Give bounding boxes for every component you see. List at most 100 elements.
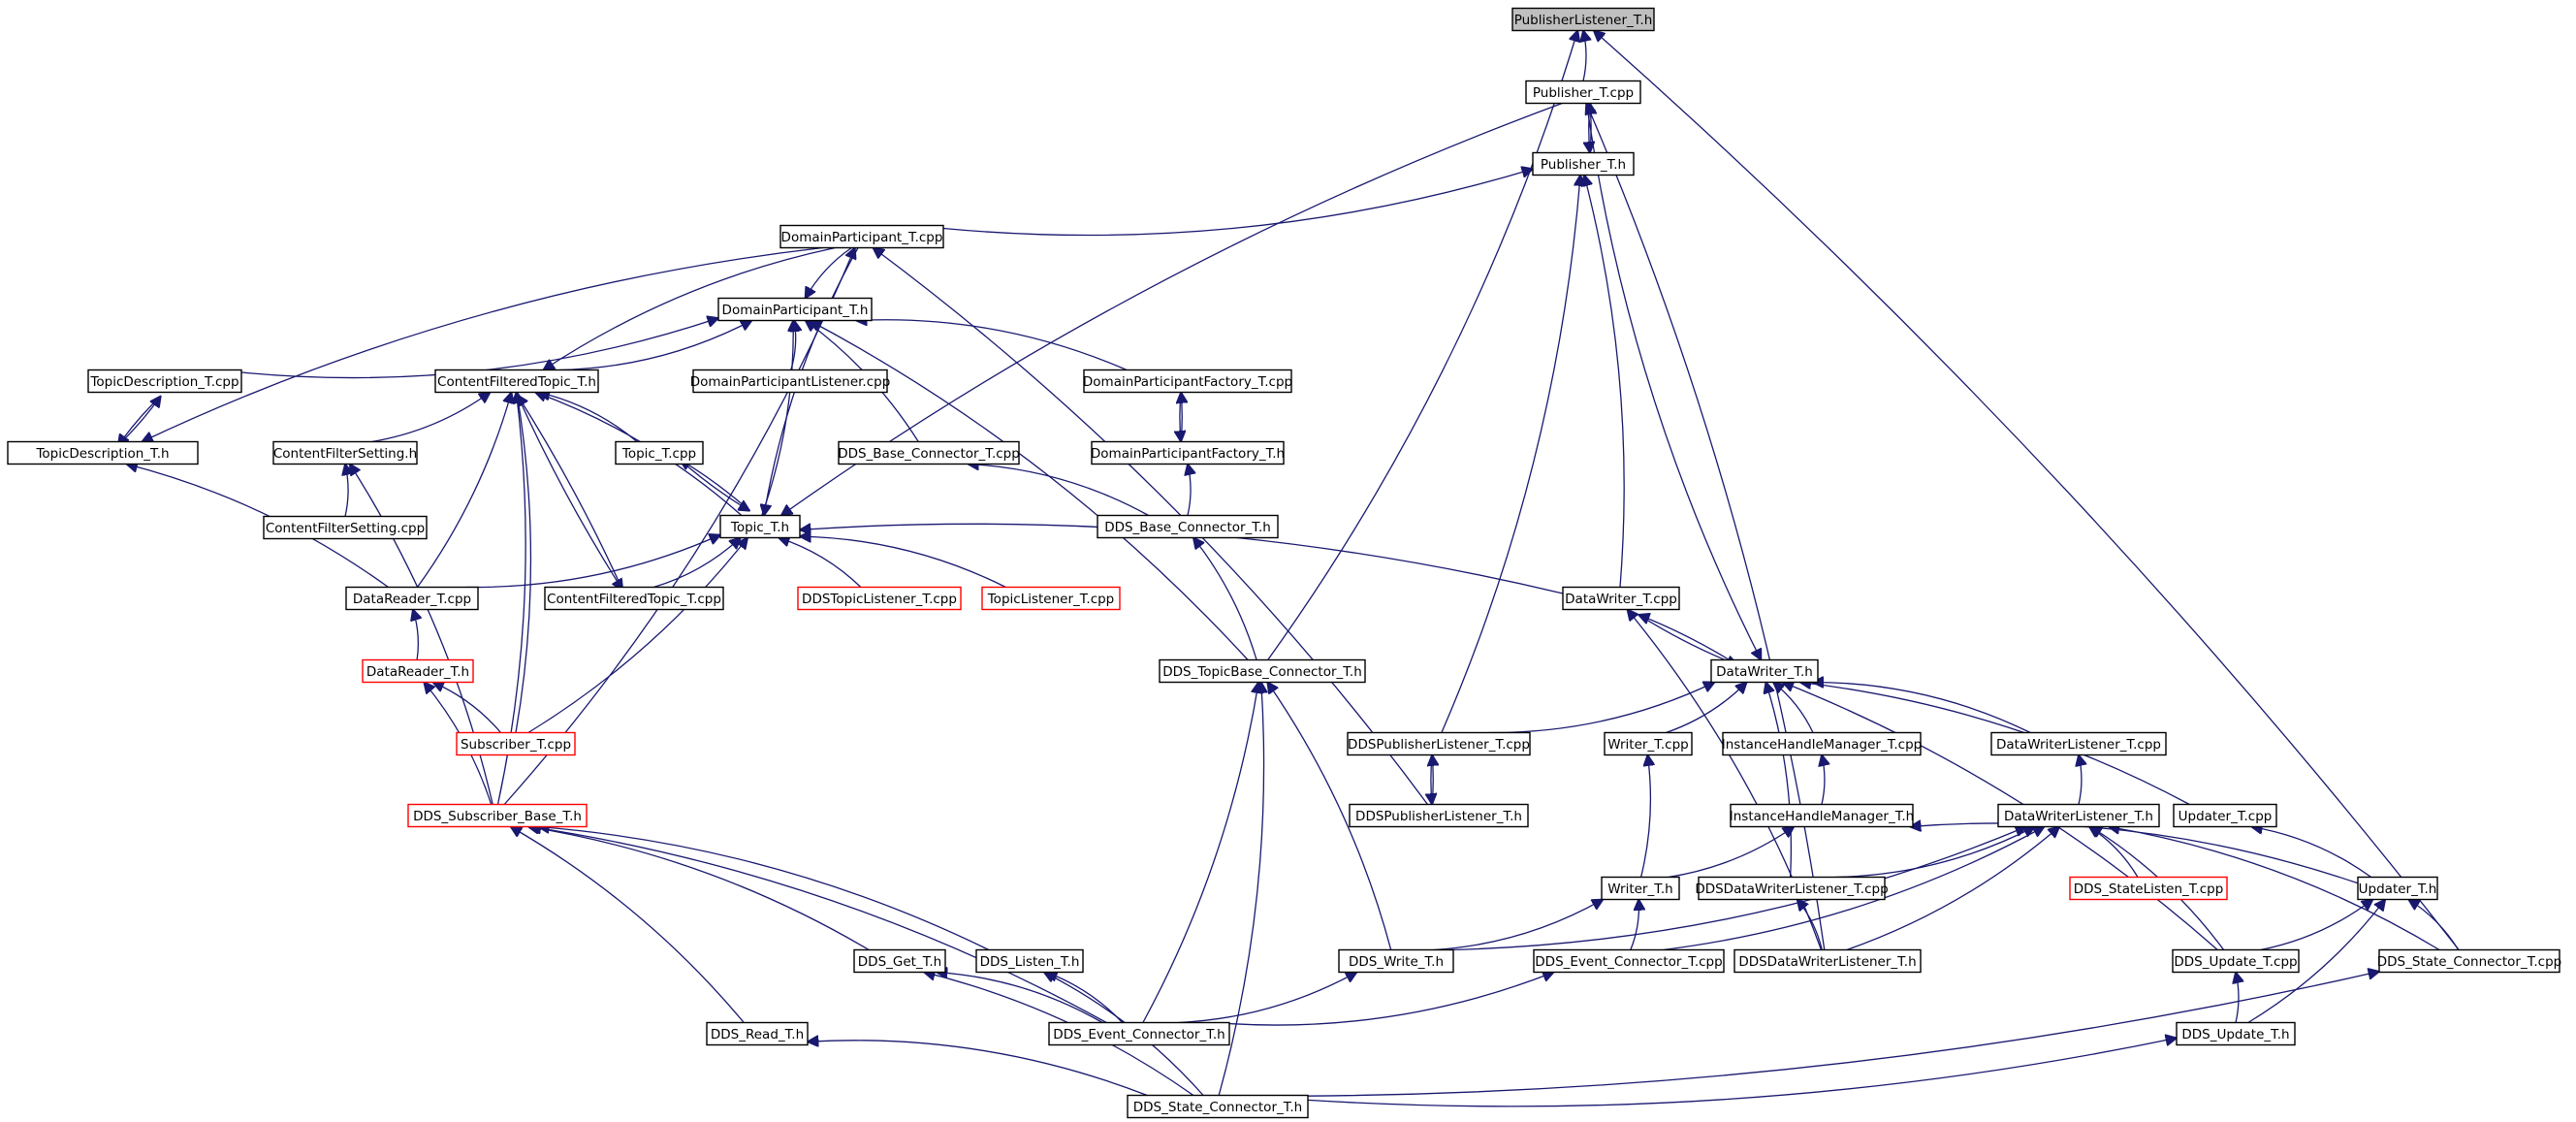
node-box[interactable] [838,440,1020,465]
node-box[interactable] [706,1021,809,1046]
node-cft-cpp[interactable]: ContentFilteredTopic_T.cpp [544,586,724,611]
node-ddspl-cpp[interactable]: DDSPublisherListener_T.cpp [1347,731,1531,756]
node-ddspl-h[interactable]: DDSPublisherListener_T.h [1349,803,1529,828]
node-dr-h[interactable]: DataReader_T.h [362,658,474,684]
node-tl-cpp[interactable]: TopicListener_T.cpp [981,586,1121,611]
node-box[interactable] [1525,80,1641,105]
node-dwl-h[interactable]: DataWriterListener_T.h [1997,803,2160,828]
node-box[interactable] [407,803,588,828]
node-upd-cpp[interactable]: Updater_T.cpp [2173,803,2277,828]
node-td-h[interactable]: TopicDescription_T.h [7,440,199,465]
node-cfs-h[interactable]: ContentFilterSetting.h [272,440,418,465]
node-dp-cpp[interactable]: DomainParticipant_T.cpp [779,224,944,249]
node-box[interactable] [2357,876,2438,901]
node-writer-h[interactable]: Writer_T.h [1601,876,1680,901]
node-box[interactable] [544,586,724,611]
node-dpf-cpp[interactable]: DomainParticipantFactory_T.cpp [1083,369,1292,394]
node-box[interactable] [1083,369,1292,394]
node-box[interactable] [975,948,1084,974]
node-box[interactable] [692,369,888,394]
node-cft-h[interactable]: ContentFilteredTopic_T.h [434,369,599,394]
node-box[interactable] [345,586,479,611]
node-box[interactable] [434,369,599,394]
node-box[interactable] [1733,948,1922,974]
node-dsc-cpp[interactable]: DDS_State_Connector_T.cpp [2377,948,2561,974]
node-box[interactable] [1722,731,1922,756]
node-box[interactable] [719,514,801,539]
node-dsc-h[interactable]: DDS_State_Connector_T.h [1127,1094,1309,1119]
node-dread-h[interactable]: DDS_Read_T.h [706,1021,809,1046]
node-box[interactable] [2173,803,2277,828]
node-box[interactable] [272,440,418,465]
node-box[interactable] [1997,803,2160,828]
node-ddstl-cpp[interactable]: DDSTopicListener_T.cpp [797,586,962,611]
node-dupd-h[interactable]: DDS_Update_T.h [2176,1021,2296,1046]
node-box[interactable] [717,297,873,322]
node-box[interactable] [2069,876,2228,901]
node-dr-cpp[interactable]: DataReader_T.cpp [345,586,479,611]
node-box[interactable] [1048,1021,1230,1046]
node-box[interactable] [87,369,242,394]
node-dbc-h[interactable]: DDS_Base_Connector_T.h [1097,514,1279,539]
node-box[interactable] [1533,948,1725,974]
node-dsb-h[interactable]: DDS_Subscriber_Base_T.h [407,803,588,828]
node-box[interactable] [779,224,944,249]
node-box[interactable] [1338,948,1454,974]
node-box[interactable] [797,586,962,611]
node-writer-cpp[interactable]: Writer_T.cpp [1604,731,1693,756]
node-box[interactable] [2378,948,2560,974]
node-dupd-cpp[interactable]: DDS_Update_T.cpp [2172,948,2300,974]
node-topic-cpp[interactable]: Topic_T.cpp [615,440,704,465]
node-sub-cpp[interactable]: Subscriber_T.cpp [456,731,576,756]
node-box[interactable] [615,440,704,465]
node-box[interactable] [1698,876,1886,901]
node-box[interactable] [1347,731,1531,756]
node-box[interactable] [362,658,474,684]
node-dw-h[interactable]: DataWriter_T.h [1710,658,1819,684]
node-dp-h[interactable]: DomainParticipant_T.h [717,297,873,322]
node-cfs-cpp[interactable]: ContentFilterSetting.cpp [263,515,428,540]
node-plt-h[interactable]: PublisherListener_T.h [1511,7,1655,32]
node-box[interactable] [1601,876,1680,901]
node-box[interactable] [1990,731,2167,756]
node-dwrite-h[interactable]: DDS_Write_T.h [1338,948,1454,974]
node-box[interactable] [853,948,946,974]
node-box[interactable] [1097,514,1279,539]
node-box[interactable] [1710,658,1819,684]
node-box[interactable] [2172,948,2300,974]
node-box[interactable] [7,440,199,465]
node-box[interactable] [981,586,1121,611]
node-box[interactable] [1091,440,1285,465]
node-box[interactable] [1349,803,1529,828]
node-box[interactable] [1127,1094,1309,1119]
node-dec-h[interactable]: DDS_Event_Connector_T.h [1048,1021,1230,1046]
node-dlisten-h[interactable]: DDS_Listen_T.h [975,948,1084,974]
node-ihm-h[interactable]: InstanceHandleManager_T.h [1730,803,1914,828]
node-dget-h[interactable]: DDS_Get_T.h [853,948,946,974]
node-box[interactable] [1532,151,1635,176]
node-box[interactable] [263,515,428,540]
node-dtbc-h[interactable]: DDS_TopicBase_Connector_T.h [1159,658,1366,684]
node-box[interactable] [1730,803,1914,828]
node-ddsdwl-cpp[interactable]: DDSDataWriterListener_T.cpp [1695,876,1889,901]
node-box[interactable] [1562,586,1680,611]
node-upd-h[interactable]: Updater_T.h [2357,876,2438,901]
node-box[interactable] [456,731,576,756]
node-dpl-cpp[interactable]: DomainParticipantListener.cpp [690,369,891,394]
node-box[interactable] [1511,7,1655,32]
node-ihm-cpp[interactable]: InstanceHandleManager_T.cpp [1722,731,1922,756]
node-dwl-cpp[interactable]: DataWriterListener_T.cpp [1990,731,2167,756]
node-dbc-cpp[interactable]: DDS_Base_Connector_T.cpp [838,440,1020,465]
node-dsl-cpp[interactable]: DDS_StateListen_T.cpp [2069,876,2228,901]
node-topic-h[interactable]: Topic_T.h [719,514,801,539]
node-dec-cpp[interactable]: DDS_Event_Connector_T.cpp [1533,948,1725,974]
node-ddsdwl-h[interactable]: DDSDataWriterListener_T.h [1733,948,1922,974]
node-box[interactable] [1604,731,1693,756]
node-pub-cpp[interactable]: Publisher_T.cpp [1525,80,1641,105]
node-pub-h[interactable]: Publisher_T.h [1532,151,1635,176]
node-dpf-h[interactable]: DomainParticipantFactory_T.h [1091,440,1285,465]
node-td-cpp[interactable]: TopicDescription_T.cpp [87,369,242,394]
node-box[interactable] [2176,1021,2296,1046]
node-dw-cpp[interactable]: DataWriter_T.cpp [1562,586,1680,611]
node-box[interactable] [1159,658,1366,684]
